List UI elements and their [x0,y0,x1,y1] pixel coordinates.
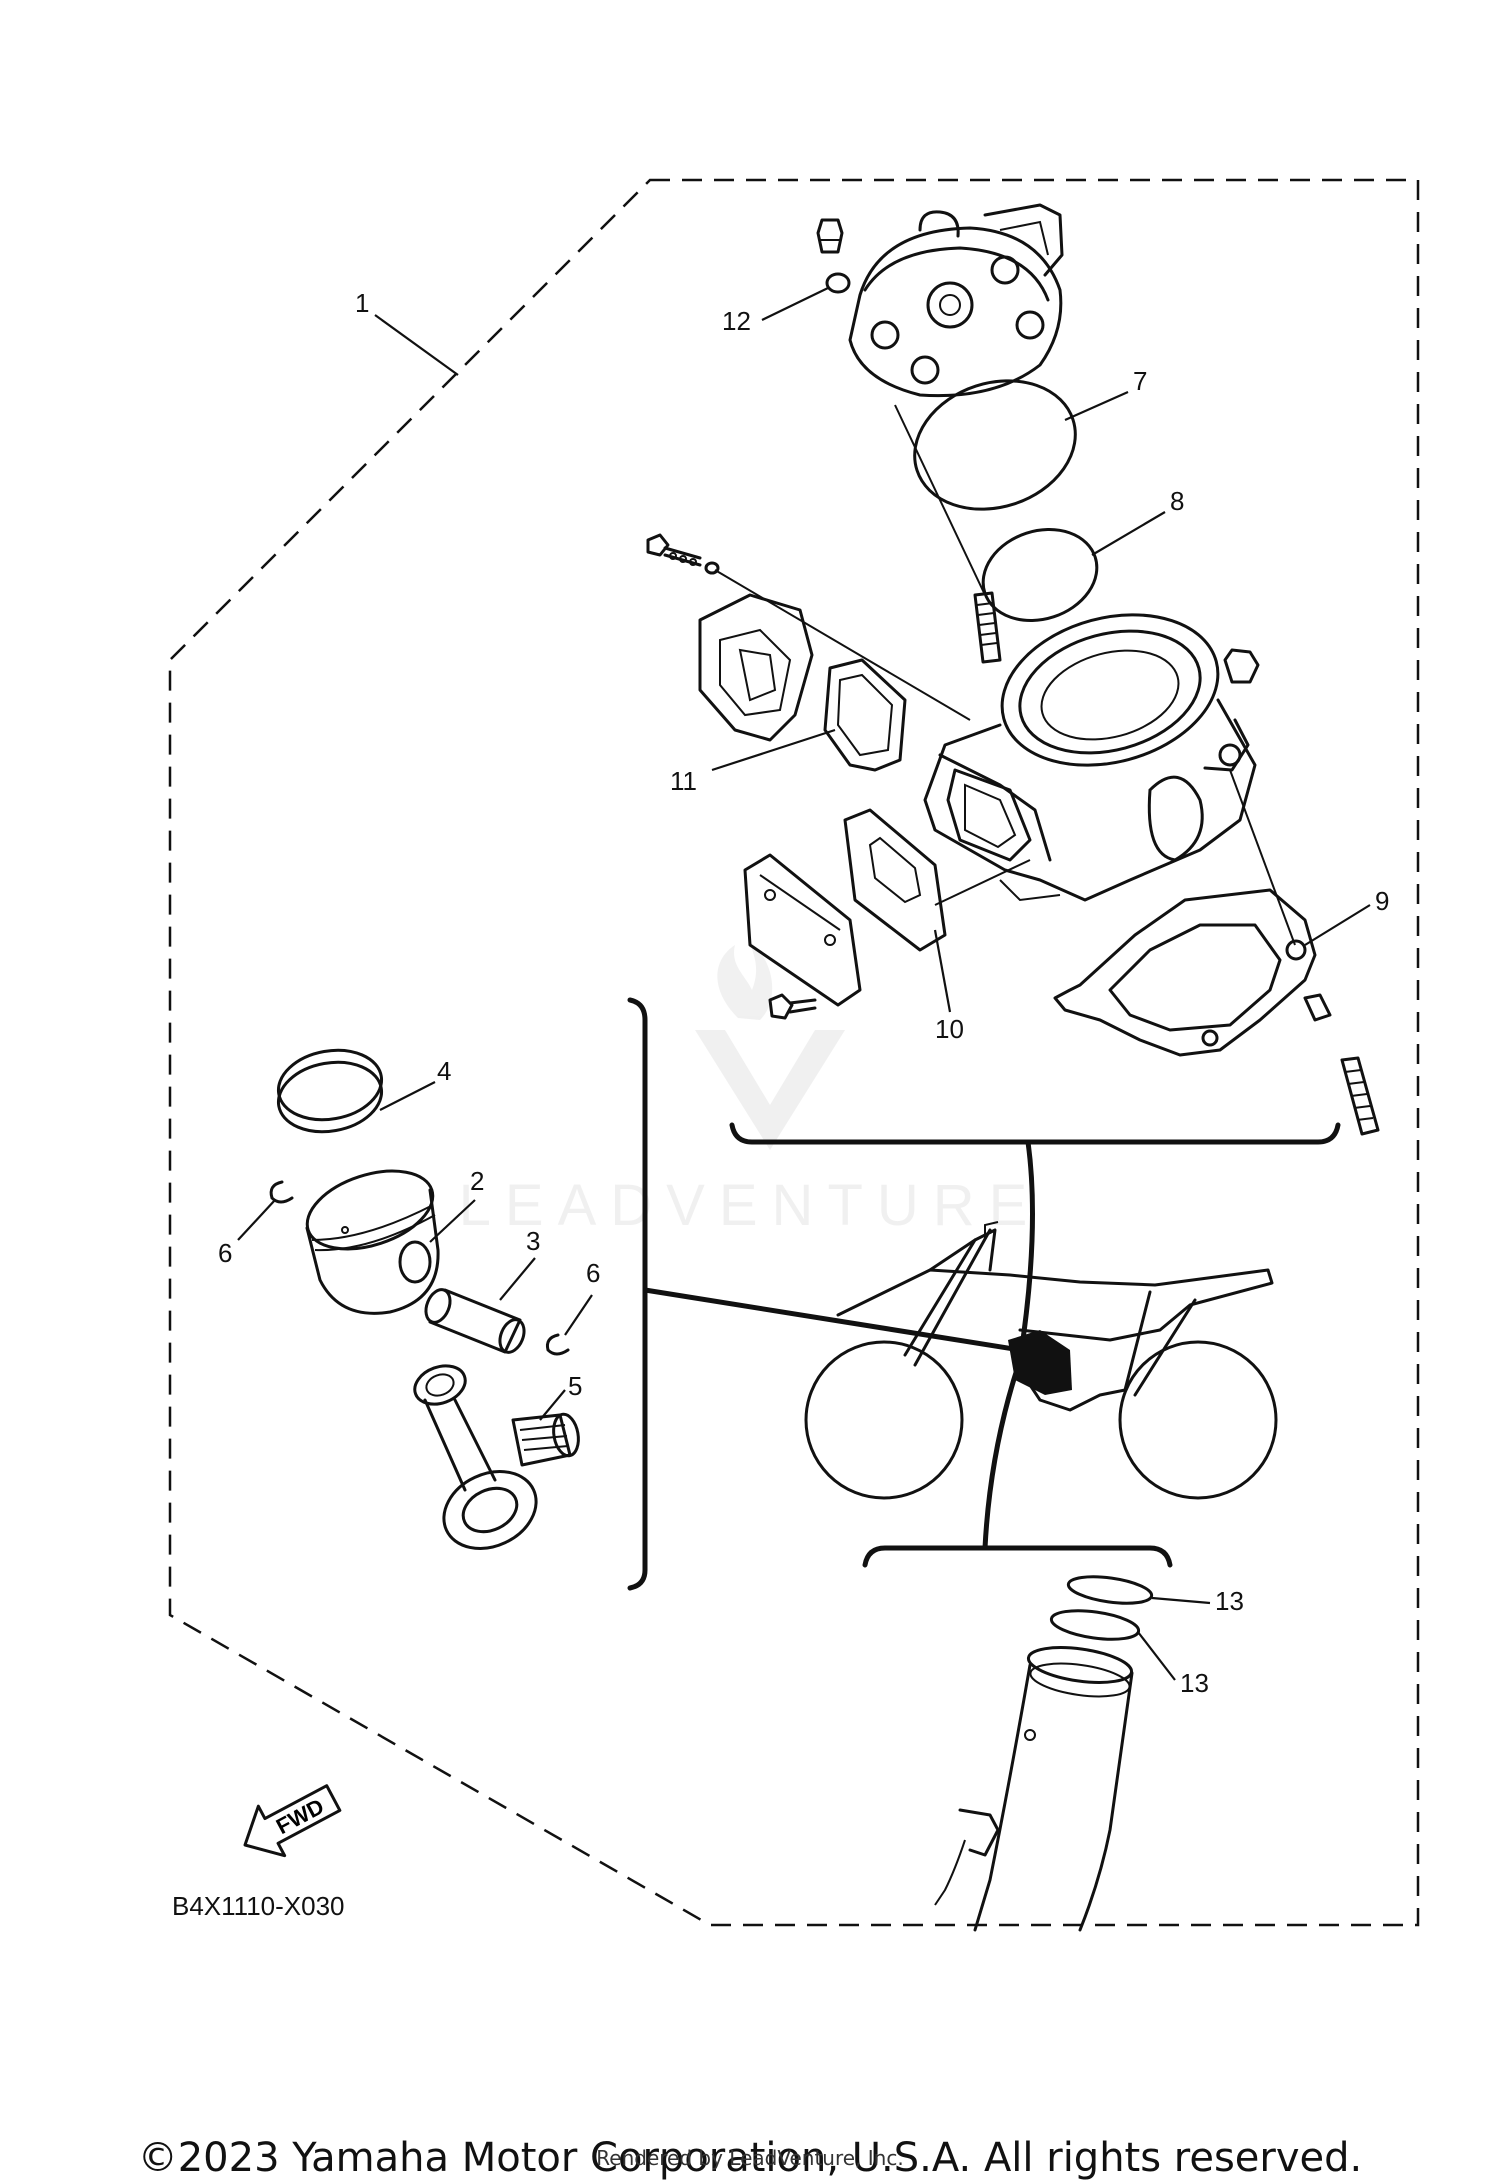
svg-text:10: 10 [935,1014,964,1044]
diagram-code: B4X1110-X030 [172,1891,345,1921]
intake-alignment-line [714,569,971,721]
locator-line-exhaust [982,1357,1023,1551]
motorcycle-locator-silhouette [804,1221,1278,1500]
kit-boundary [168,178,1420,1927]
callout-5[interactable]: 5 [539,1371,582,1421]
exhaust-seal-upper-part [1066,1575,1154,1605]
locator-line-piston [642,1287,1023,1353]
base-gasket-part [1053,888,1317,1057]
callout-6a[interactable]: 6 [218,1199,276,1268]
piston-ring-part [276,1048,384,1134]
callout-1[interactable]: 1 [355,288,459,376]
callout-13a[interactable]: 13 [1151,1586,1244,1616]
o-ring-small-part [981,527,1099,623]
base-gasket-alignment-line [1229,769,1296,946]
svg-text:13: 13 [1180,1668,1209,1698]
intake-bolt-part [646,533,720,575]
watermark-text: LEADVENTURE [459,1173,1042,1238]
washer-part [825,272,851,294]
svg-text:12: 12 [722,306,751,336]
callout-4[interactable]: 4 [379,1056,451,1111]
callout-7[interactable]: 7 [1064,366,1147,422]
o-ring-large-part [913,379,1077,511]
svg-text:7: 7 [1133,366,1147,396]
locator-line-cylinder [1017,1139,1035,1363]
callout-13b[interactable]: 13 [1137,1631,1209,1698]
circlip-part-left [269,1180,294,1204]
piston-group-bracket [627,997,648,1591]
valve-bolt-part [768,993,817,1020]
connecting-rod-part [413,1364,538,1550]
exhaust-group-bracket [862,1545,1173,1568]
valve-gasket-part [843,808,947,952]
cylinder-part [923,613,1257,902]
svg-text:13: 13 [1215,1586,1244,1616]
head-alignment-line [894,404,986,596]
lower-stud-part [1303,993,1380,1136]
cylinder-nut-part [1223,648,1260,684]
svg-text:5: 5 [568,1371,582,1401]
callout-2[interactable]: 2 [429,1166,484,1243]
rendered-by-notice: Rendered by LeadVenture, Inc. [596,2146,904,2170]
svg-text:4: 4 [437,1056,451,1086]
svg-text:9: 9 [1375,886,1389,916]
callout-8[interactable]: 8 [1091,486,1184,556]
stud-bolt-part [973,591,1002,664]
callout-6b[interactable]: 6 [564,1258,600,1336]
svg-text:6: 6 [586,1258,600,1288]
piston-pin-part [424,1288,526,1354]
leadventure-logo: LEADVENTURE [459,940,1042,1238]
cylinder-group-bracket [729,1122,1341,1145]
svg-text:11: 11 [670,766,697,796]
svg-text:1: 1 [355,288,369,318]
head-nut-part [816,218,844,254]
callout-10[interactable]: 10 [933,929,964,1044]
svg-text:3: 3 [526,1226,540,1256]
needle-bearing-part [511,1412,580,1467]
circlip-part-right [546,1333,570,1356]
fwd-arrow-icon: FWD [243,1784,342,1858]
callout-12[interactable]: 12 [722,287,829,336]
svg-text:6: 6 [218,1238,232,1268]
callout-3[interactable]: 3 [499,1226,540,1301]
exhaust-seal-lower-part [1049,1609,1141,1641]
piston-part [305,1169,440,1315]
intake-gasket-part [823,658,907,772]
copyright-notice: ©2023 Yamaha Motor Corporation, U.S.A. A… [137,2135,1363,2181]
valve-alignment-line [934,859,1031,906]
valve-cover-part [743,853,862,1007]
svg-text:8: 8 [1170,486,1184,516]
callout-9[interactable]: 9 [1304,886,1389,946]
cylinder-head-part [848,203,1064,398]
svg-text:2: 2 [470,1166,484,1196]
exhaust-pipe-part [934,1646,1134,1932]
callout-11[interactable]: 11 [670,728,836,796]
